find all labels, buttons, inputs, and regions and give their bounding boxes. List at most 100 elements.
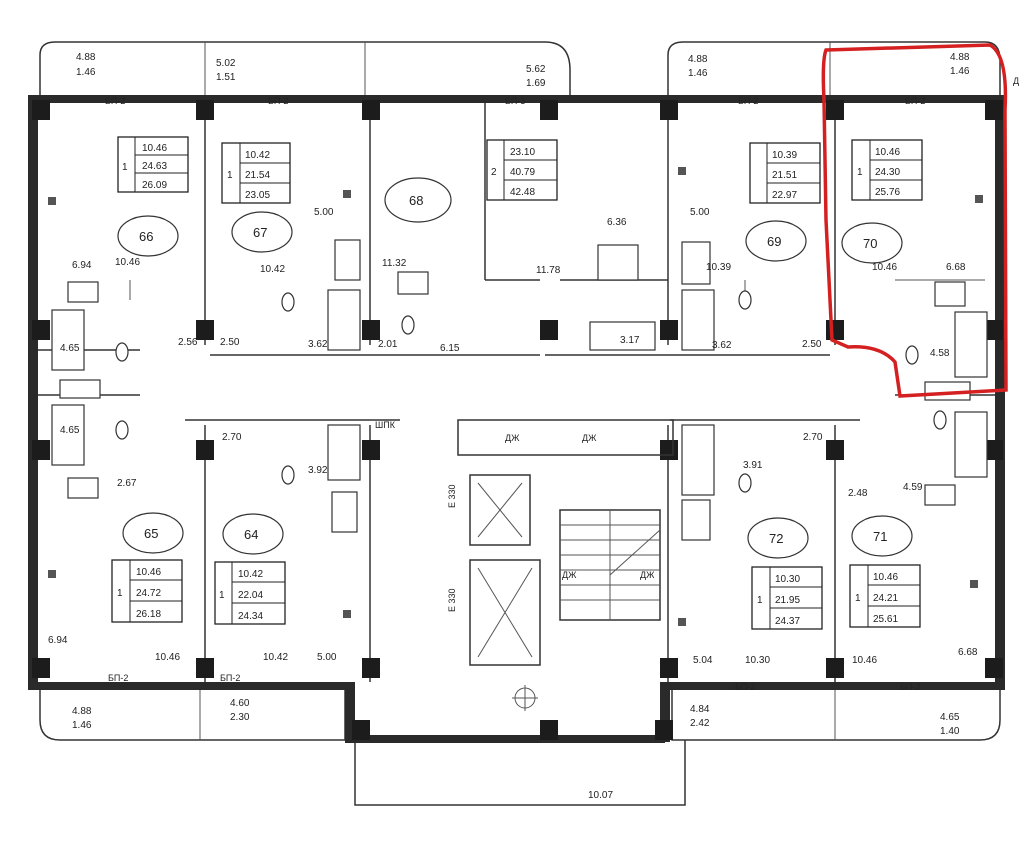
area-label: 3.91 bbox=[743, 460, 763, 471]
apt-71-number: 71 bbox=[873, 529, 887, 544]
apt-64-living: 22.04 bbox=[238, 590, 263, 601]
apt-68-rooms: 2 bbox=[491, 167, 497, 178]
dzh-mark: ДЖ bbox=[640, 570, 655, 580]
beam-mark: БП-2 bbox=[105, 96, 125, 106]
area-label: 2.67 bbox=[117, 478, 137, 489]
area-label: 2.50 bbox=[220, 337, 240, 348]
apartment-65: 1 10.46 24.72 26.18 65 bbox=[111, 512, 184, 623]
apt-64-total: 24.34 bbox=[238, 611, 263, 622]
area-label: 5.00 bbox=[317, 652, 337, 663]
area-label: 2.50 bbox=[802, 339, 822, 350]
core bbox=[457, 419, 674, 711]
apt-70-number: 70 bbox=[863, 236, 877, 251]
area-label: 10.39 bbox=[706, 262, 731, 273]
balcony-bot-right-a-width: 4.84 bbox=[690, 704, 710, 715]
apt-72-number: 72 bbox=[769, 531, 783, 546]
balcony-top-mid-area: 1.69 bbox=[526, 78, 546, 89]
area-label: 2.70 bbox=[222, 432, 242, 443]
balcony-labels: 4.88 1.46 5.02 1.51 5.62 1.69 4.88 1.46 … bbox=[72, 52, 970, 737]
apartment-67: 1 10.42 21.54 23.05 67 bbox=[221, 142, 293, 253]
apt-71-living: 24.21 bbox=[873, 593, 898, 604]
area-label: 6.68 bbox=[958, 647, 978, 658]
area-label: 6.36 bbox=[607, 217, 627, 228]
apt-67-number: 67 bbox=[253, 225, 267, 240]
apt-65-kitchen: 10.46 bbox=[136, 567, 161, 578]
balcony-bot-right-b-width: 4.65 bbox=[940, 712, 960, 723]
balcony-top-left-a-area: 1.46 bbox=[76, 67, 96, 78]
apartment-70: 1 10.46 24.30 25.76 70 bbox=[841, 139, 923, 264]
area-label: 11.32 bbox=[382, 258, 407, 269]
apt-69-total: 22.97 bbox=[772, 190, 797, 201]
area-label: 10.42 bbox=[263, 652, 288, 663]
apartment-66: 1 10.46 24.63 26.09 66 bbox=[117, 136, 189, 257]
area-label: 5.00 bbox=[314, 207, 334, 218]
apt-66-kitchen: 10.46 bbox=[142, 143, 167, 154]
corner-mark: Д bbox=[1013, 76, 1019, 86]
apt-64-rooms: 1 bbox=[219, 590, 225, 601]
area-label: 10.30 bbox=[745, 655, 770, 666]
apt-68-kitchen: 23.10 bbox=[510, 147, 535, 158]
elevator-mark: Е 330 bbox=[447, 588, 457, 612]
apt-65-total: 26.18 bbox=[136, 609, 161, 620]
apartment-71: 1 10.46 24.21 25.61 71 bbox=[849, 515, 921, 628]
area-label: 10.46 bbox=[852, 655, 877, 666]
balcony-top-left-b-area: 1.51 bbox=[216, 72, 236, 83]
beam-mark: БП-2 bbox=[220, 673, 240, 683]
apt-68-number: 68 bbox=[409, 193, 423, 208]
area-label: 6.15 bbox=[440, 343, 460, 354]
apt-64-kitchen: 10.42 bbox=[238, 569, 263, 580]
area-label: 10.07 bbox=[588, 790, 613, 801]
apt-70-living: 24.30 bbox=[875, 167, 900, 178]
apt-67-total: 23.05 bbox=[245, 190, 270, 201]
area-label: 10.46 bbox=[155, 652, 180, 663]
markings: БП-2 БП-2 БП-3 БП-2 БП-2 БП-2 БП-2 БП-2 … bbox=[105, 76, 1019, 692]
area-label: 4.65 bbox=[60, 343, 80, 354]
beam-mark: БП-2 bbox=[738, 96, 758, 106]
dzh-mark: ДЖ bbox=[582, 433, 597, 443]
area-label: 2.70 bbox=[803, 432, 823, 443]
apt-67-kitchen: 10.42 bbox=[245, 150, 270, 161]
area-label: 2.56 bbox=[178, 337, 198, 348]
area-label: 3.62 bbox=[308, 339, 328, 350]
apt-70-kitchen: 10.46 bbox=[875, 147, 900, 158]
beam-mark: БП-2 bbox=[905, 96, 925, 106]
apt-69-number: 69 bbox=[767, 234, 781, 249]
apt-67-rooms: 1 bbox=[227, 170, 233, 181]
fixtures bbox=[48, 167, 988, 626]
area-label: 3.62 bbox=[712, 340, 732, 351]
beam-mark: БП-2 bbox=[735, 682, 755, 692]
balcony-bot-left-a-width: 4.88 bbox=[72, 706, 92, 717]
balcony-top-right-b-width: 4.88 bbox=[950, 52, 970, 63]
area-label: 10.46 bbox=[115, 257, 140, 268]
dzh-mark: ДЖ bbox=[505, 433, 520, 443]
apt-66-rooms: 1 bbox=[122, 162, 128, 173]
area-label: 6.94 bbox=[48, 635, 68, 646]
outer-walls bbox=[28, 95, 1005, 743]
selected-apartment-outline bbox=[821, 43, 1008, 398]
area-label: 11.78 bbox=[536, 265, 561, 276]
area-label: 6.94 bbox=[72, 260, 92, 271]
area-label: 4.59 bbox=[903, 482, 923, 493]
interior-walls bbox=[38, 103, 995, 682]
apt-66-living: 24.63 bbox=[142, 161, 167, 172]
apt-66-total: 26.09 bbox=[142, 180, 167, 191]
area-label: 5.04 bbox=[693, 655, 713, 666]
apt-65-living: 24.72 bbox=[136, 588, 161, 599]
columns bbox=[32, 100, 1003, 740]
apt-72-total: 24.37 bbox=[775, 616, 800, 627]
apartment-68: 2 23.10 40.79 42.48 68 bbox=[384, 139, 558, 223]
area-label: 5.00 bbox=[690, 207, 710, 218]
shpk-mark: ШПК bbox=[375, 420, 396, 430]
balcony-bot-right-a-area: 2.42 bbox=[690, 718, 710, 729]
area-label: 10.46 bbox=[872, 262, 897, 273]
apt-71-rooms: 1 bbox=[855, 593, 861, 604]
room-areas: 6.94 10.46 10.42 5.00 11.32 6.36 11.78 5… bbox=[48, 207, 978, 801]
beam-mark: БП-3 bbox=[505, 96, 525, 106]
balcony-top-left-b-width: 5.02 bbox=[216, 58, 236, 69]
beam-mark: БП-2 bbox=[108, 673, 128, 683]
balcony-top-right-a-width: 4.88 bbox=[688, 54, 708, 65]
apt-71-total: 25.61 bbox=[873, 614, 898, 625]
apartment-72: 1 10.30 21.95 24.37 72 bbox=[747, 517, 823, 630]
apt-68-living: 40.79 bbox=[510, 167, 535, 178]
